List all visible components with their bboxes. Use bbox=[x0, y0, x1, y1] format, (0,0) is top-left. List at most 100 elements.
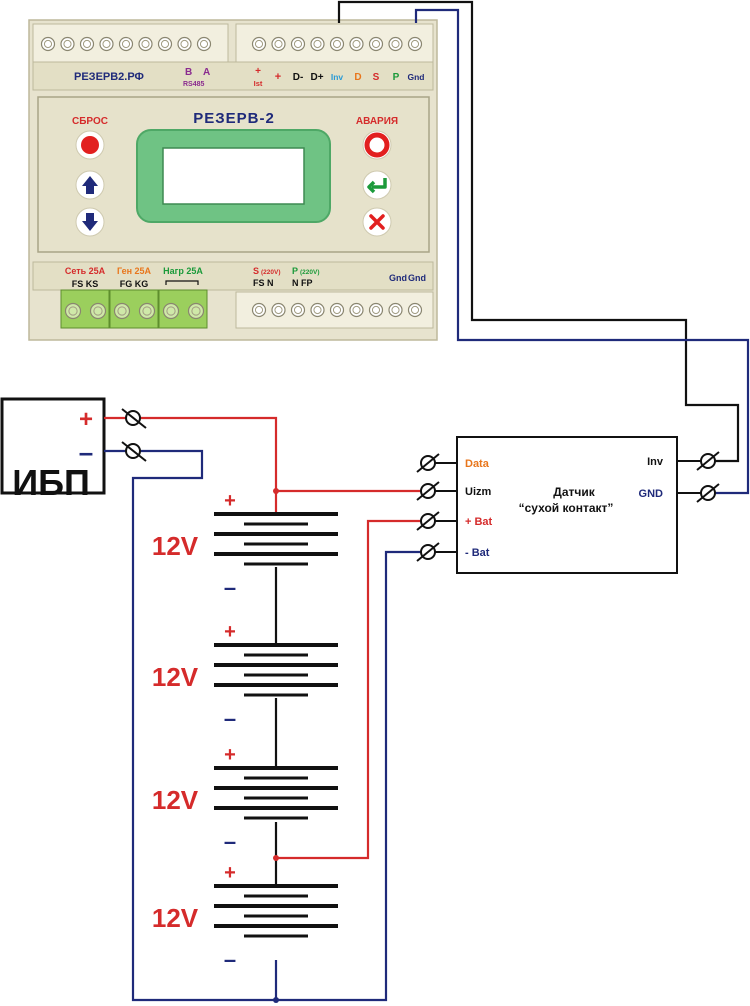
power-screw-icon bbox=[162, 302, 180, 320]
lcd-screen bbox=[162, 147, 305, 205]
screw-terminal-icon-inner bbox=[293, 305, 303, 315]
screw-terminal-icon-inner bbox=[63, 39, 72, 49]
device-title: РЕЗЕРВ-2 bbox=[193, 110, 275, 127]
top-terminal-label: Gnd bbox=[408, 72, 425, 82]
screw-terminal-icon bbox=[271, 36, 286, 52]
screw-terminal-icon bbox=[290, 302, 306, 318]
junction-plus-bat bbox=[273, 855, 279, 861]
battery-voltage-label: 12V bbox=[152, 531, 199, 561]
s-volt-label: (220V) bbox=[261, 269, 281, 276]
screw-terminal-icon-inner bbox=[254, 39, 264, 49]
ups-minus-sign: – bbox=[79, 437, 93, 467]
screw-terminal-icon-inner bbox=[121, 39, 131, 49]
screw-terminal-icon-inner bbox=[160, 39, 170, 49]
battery-cell: 12V+– bbox=[152, 621, 338, 731]
screw-terminal-icon-inner bbox=[391, 39, 400, 49]
screw-terminal-icon bbox=[407, 302, 423, 318]
wire-plus-bat bbox=[276, 519, 428, 860]
power-screw-icon bbox=[113, 302, 131, 320]
screw-terminal-icon-inner bbox=[293, 39, 303, 49]
screw-terminal-icon-inner bbox=[82, 39, 92, 49]
screw-terminal-icon-inner bbox=[391, 305, 400, 315]
screw-terminal-icon-inner bbox=[199, 39, 209, 49]
enter-button[interactable] bbox=[362, 170, 392, 200]
power-group-title: Ген 25А bbox=[117, 266, 152, 276]
screw-terminal-icon-inner bbox=[274, 305, 283, 315]
top-terminal-label: Inv bbox=[331, 72, 344, 82]
bottom-label-strip bbox=[32, 261, 434, 291]
sensor-name-line2: “сухой контакт” bbox=[519, 501, 614, 515]
alarm-ring-icon bbox=[364, 132, 390, 158]
top-terminal-label: D- bbox=[293, 72, 304, 83]
power-screw-icon-inner bbox=[142, 306, 152, 316]
ups-name: ИБП bbox=[12, 462, 90, 503]
screw-terminal-icon-inner bbox=[313, 39, 322, 49]
p-label: P bbox=[292, 266, 298, 276]
sensor-name-line1: Датчик bbox=[553, 485, 595, 499]
screw-terminal-icon bbox=[177, 36, 192, 52]
terminal-slash bbox=[416, 542, 440, 562]
screw-terminal-icon bbox=[99, 36, 114, 52]
terminal-slash bbox=[696, 483, 720, 503]
screw-terminal-icon-inner bbox=[180, 39, 189, 49]
sensor-box bbox=[456, 436, 678, 574]
battery-minus-sign: – bbox=[224, 829, 236, 854]
screw-terminal-icon-inner bbox=[332, 305, 342, 315]
sensor-pin-label: Uizm bbox=[465, 486, 492, 498]
screw-terminal-icon bbox=[368, 302, 384, 318]
sensor-pin-label: Data bbox=[465, 458, 490, 470]
screw-terminal-icon bbox=[407, 36, 423, 52]
battery-voltage-label: 12V bbox=[152, 785, 199, 815]
terminal-slash bbox=[416, 481, 440, 501]
screw-terminal-icon bbox=[118, 36, 134, 52]
screw-terminal-icon bbox=[388, 36, 403, 52]
wire-gnd bbox=[414, 8, 750, 495]
screw-terminal-icon bbox=[388, 302, 403, 318]
screw-terminal-icon bbox=[138, 36, 153, 52]
top-label-strip bbox=[32, 61, 434, 91]
terminal-slash bbox=[416, 453, 440, 473]
power-screw-icon bbox=[138, 302, 156, 320]
top-right-screws bbox=[251, 36, 423, 52]
arrow-up-icon bbox=[82, 176, 98, 194]
screw-terminal-icon bbox=[79, 36, 95, 52]
power-group-title: Сеть 25А bbox=[65, 266, 106, 276]
power-group-pins: FS KS bbox=[72, 279, 99, 289]
s-pins-label: FS N bbox=[253, 278, 274, 288]
site-label: РЕЗЕРВ2.РФ bbox=[74, 71, 144, 83]
wire-inv bbox=[337, 0, 740, 463]
reset-label: СБРОС bbox=[72, 116, 108, 127]
screw-terminal-icon bbox=[329, 36, 345, 52]
screw-terminal-icon bbox=[251, 36, 267, 52]
screw-terminal-icon-inner bbox=[102, 39, 111, 49]
screw-terminal-icon-inner bbox=[141, 39, 150, 49]
screw-terminal-icon bbox=[40, 36, 56, 52]
terminal-slash bbox=[416, 511, 440, 531]
battery-plus-sign: + bbox=[224, 490, 236, 512]
screw-terminal-icon-inner bbox=[254, 305, 264, 315]
battery-minus-sign: – bbox=[224, 706, 236, 731]
screw-terminal-icon bbox=[251, 302, 267, 318]
battery-cell: 12V+– bbox=[152, 862, 338, 972]
battery-minus-sign: – bbox=[224, 575, 236, 600]
power-screw-icon-inner bbox=[68, 306, 78, 316]
screw-terminal-icon bbox=[290, 36, 306, 52]
p-volt-label: (220V) bbox=[300, 269, 320, 276]
top-terminal-label: P bbox=[393, 72, 400, 83]
top-terminal-label: + bbox=[275, 71, 281, 83]
power-screw-icon-inner bbox=[117, 306, 127, 316]
top-left-screws bbox=[40, 36, 212, 52]
top-terminal-label: + bbox=[255, 66, 261, 77]
screw-terminal-icon-inner bbox=[332, 39, 342, 49]
wire-negative-loop bbox=[131, 449, 428, 1002]
screw-terminal-icon bbox=[349, 302, 364, 318]
screw-terminal-icon bbox=[60, 36, 75, 52]
screw-terminal-icon bbox=[271, 302, 286, 318]
gnd2-label: Gnd bbox=[408, 273, 426, 283]
battery-minus-sign: – bbox=[224, 947, 236, 972]
